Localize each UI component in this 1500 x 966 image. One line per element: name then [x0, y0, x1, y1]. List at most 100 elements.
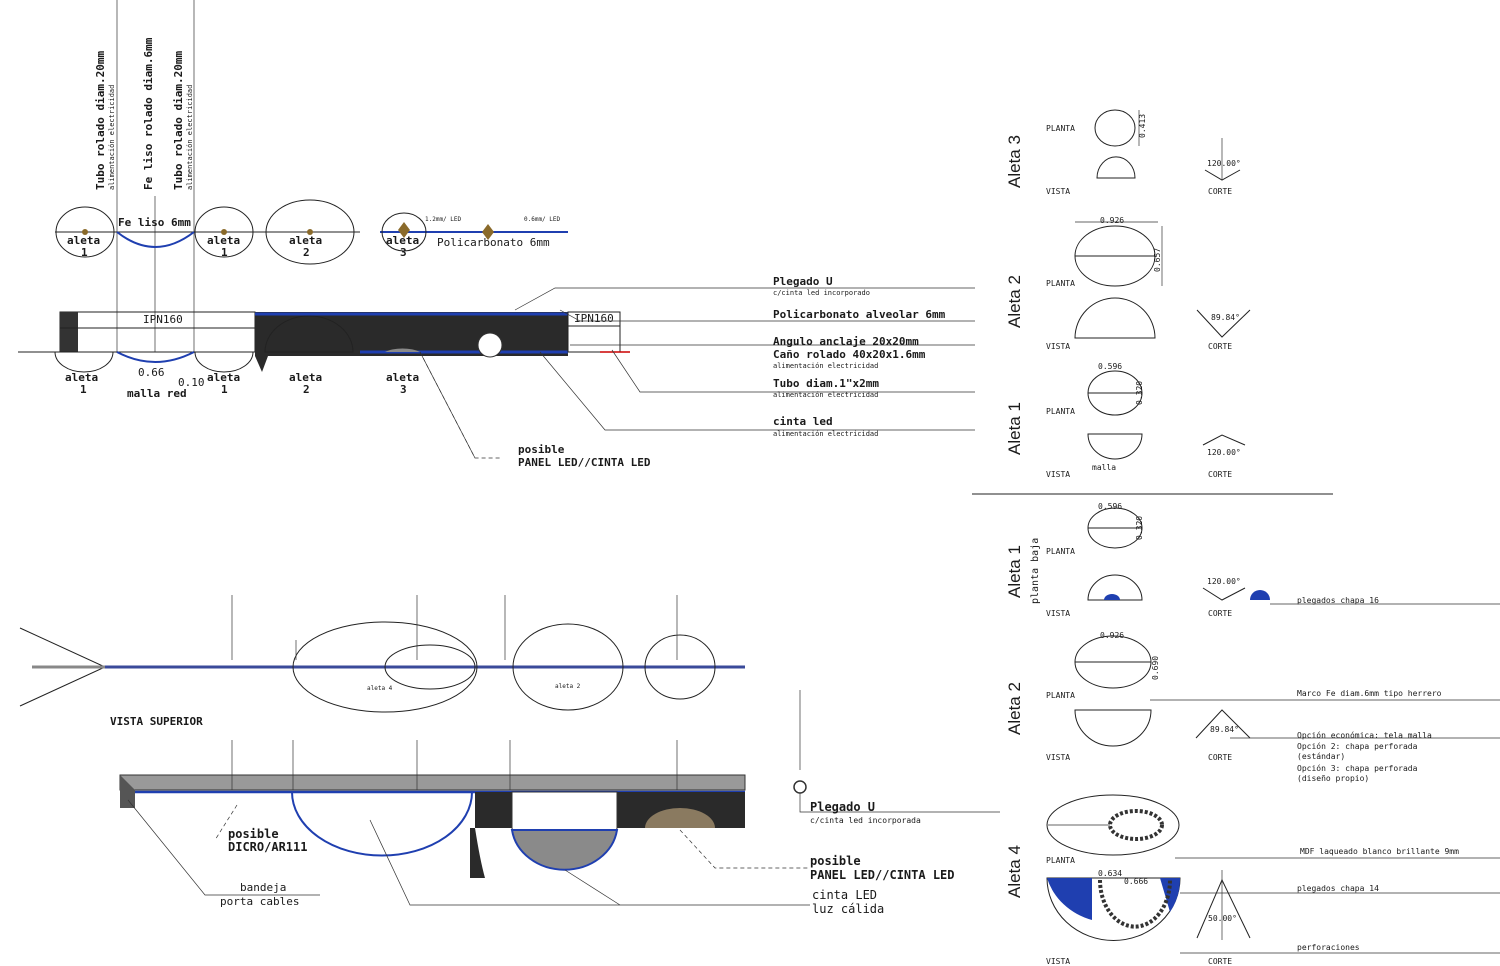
- aleta-circle-1b: [194, 206, 254, 258]
- plan-aleta-2: [512, 623, 624, 711]
- a1-h: 0.320: [1135, 381, 1144, 405]
- a1b-w: 0.596: [1098, 502, 1122, 511]
- a2b-note-1: Marco Fe diam.6mm tipo herrero: [1297, 689, 1442, 698]
- plan-dicro-b: DICRO/AR111: [228, 840, 307, 854]
- a4-note-3: perforaciones: [1297, 943, 1360, 952]
- bottom-aleta-1b: aleta: [207, 371, 240, 384]
- plan-panel-a: posible: [810, 854, 861, 868]
- small-led-b: 0.6mm/ LED: [524, 216, 561, 223]
- a4-note-2: plegados chapa 14: [1297, 884, 1379, 893]
- small-led-a: 1.2mm/ LED: [425, 216, 462, 223]
- a2-corte: CORTE: [1208, 342, 1232, 351]
- plan-bandeja-a: bandeja: [240, 881, 286, 894]
- a4-angle: 50.00°: [1208, 914, 1237, 923]
- a2-angle: 89.84°: [1211, 313, 1240, 322]
- plan-cinta-a: cinta LED: [812, 888, 877, 902]
- bottom-aleta-2: aleta: [289, 371, 322, 384]
- vlabel-fe-liso: Fe liso rolado diam.6mm: [142, 37, 155, 190]
- a2-planta: PLANTA: [1046, 279, 1075, 288]
- a2b-note-4: (estándar): [1297, 752, 1345, 761]
- policarbonato-label: Policarbonato 6mm: [437, 236, 550, 249]
- a3-corte: CORTE: [1208, 187, 1232, 196]
- a1-angle: 120.00°: [1207, 448, 1241, 457]
- callout-policarbonato: Policarbonato alveolar 6mm: [773, 308, 946, 321]
- detail-aleta4-title: Aleta 4: [1005, 845, 1024, 898]
- callout-cano: Caño rolado 40x20x1.6mm: [773, 348, 926, 361]
- a3-vista: VISTA: [1046, 187, 1070, 196]
- callout-angulo: Angulo anclaje 20x20mm: [773, 335, 919, 348]
- plan-aleta4-label: aleta 4: [367, 685, 393, 692]
- a2b-h: 0.690: [1151, 656, 1160, 680]
- aleta-circle-3: [381, 212, 427, 252]
- vlabel-tubo-b: Tubo rolado diam.20mm: [172, 51, 185, 190]
- top-aleta-1-num: 1: [81, 246, 88, 259]
- a2b-vista: VISTA: [1046, 753, 1070, 762]
- a1b-h: 0.320: [1135, 516, 1144, 540]
- a1-corte: CORTE: [1208, 470, 1232, 479]
- a2b-note-2: Opción económica: tela malla: [1297, 730, 1432, 740]
- a1-w: 0.596: [1098, 362, 1122, 371]
- a1b-vista: VISTA: [1046, 609, 1070, 618]
- detail-aleta1-title: Aleta 1: [1005, 402, 1024, 455]
- a2-h: 0.657: [1153, 248, 1162, 272]
- callout-tubo: Tubo diam.1"x2mm: [773, 377, 879, 390]
- malla-red-label: malla red: [127, 387, 187, 400]
- bottom-aleta-3: aleta: [386, 371, 419, 384]
- detail-aleta2b-title: Aleta 2: [1005, 682, 1024, 735]
- a1b-note: plegados chapa 16: [1297, 596, 1379, 605]
- a2b-note-5: Opción 3: chapa perforada: [1297, 763, 1418, 773]
- plan-dicro-a: posible: [228, 827, 279, 841]
- vista-superior-title: VISTA SUPERIOR: [110, 715, 203, 728]
- dim-066: 0.66: [138, 366, 165, 379]
- callout-cano-sub: alimentación electricidad: [773, 362, 878, 370]
- a4-vista: VISTA: [1046, 957, 1070, 966]
- a1b-corte: CORTE: [1208, 609, 1232, 618]
- aleta-circle-1: [55, 206, 115, 258]
- fe-liso-label: Fe liso 6mm: [118, 216, 191, 229]
- a4-corte: CORTE: [1208, 957, 1232, 966]
- plan-aleta-4-outer: [292, 621, 478, 713]
- a2b-note-3: Opción 2: chapa perforada: [1297, 741, 1418, 751]
- detail-aleta2-title: Aleta 2: [1005, 275, 1024, 328]
- top-aleta-3: aleta: [386, 234, 419, 247]
- callout-tubo-sub: alimentación electricidad: [773, 391, 878, 399]
- top-aleta-1b: aleta: [207, 234, 240, 247]
- callout-cinta-led: cinta led: [773, 415, 833, 428]
- a4-planta: PLANTA: [1046, 856, 1075, 865]
- posible-panel-a: posible: [518, 443, 565, 456]
- bottom-aleta-2-num: 2: [303, 383, 310, 396]
- a2b-w: 0.926: [1100, 631, 1124, 640]
- dim-010: 0.10: [178, 376, 205, 389]
- a4-note-1: MDF laqueado blanco brillante 9mm: [1300, 847, 1459, 856]
- top-aleta-2: aleta: [289, 234, 322, 247]
- posible-panel-b: PANEL LED//CINTA LED: [518, 456, 651, 469]
- detail-aleta1b-title: Aleta 1: [1005, 545, 1024, 598]
- callout-plegado-u-sub: c/cinta led incorporado: [773, 289, 870, 297]
- bottom-aleta-1b-num: 1: [221, 383, 228, 396]
- a3-dim: 0.413: [1138, 114, 1147, 138]
- plan-bandeja-b: porta cables: [220, 895, 299, 908]
- callout-cinta-led-sub: alimentación electricidad: [773, 430, 878, 438]
- a2-w: 0.926: [1100, 216, 1124, 225]
- plan-panel-b: PANEL LED//CINTA LED: [810, 868, 955, 882]
- bottom-aleta-3-num: 3: [400, 383, 407, 396]
- a4-w2: 0.666: [1124, 877, 1148, 886]
- bottom-aleta-1: aleta: [65, 371, 98, 384]
- a3-angle: 120.00°: [1207, 159, 1241, 168]
- plan-aleta2-label: aleta 2: [555, 683, 581, 690]
- plan-plegado-u: Plegado U: [810, 800, 875, 814]
- plan-aleta-1: [644, 634, 716, 700]
- a1-vista: VISTA: [1046, 470, 1070, 479]
- vlabel-tubo-a: Tubo rolado diam.20mm: [94, 51, 107, 190]
- aleta-2-section: [264, 315, 354, 353]
- a1b-planta: PLANTA: [1046, 547, 1075, 556]
- vlabel-tubo-b-sub: alimentación electricidad: [186, 85, 194, 190]
- a2-vista: VISTA: [1046, 342, 1070, 351]
- a4-w1: 0.634: [1098, 869, 1122, 878]
- a2b-planta: PLANTA: [1046, 691, 1075, 700]
- beam-dark-body: [255, 312, 568, 372]
- plan-cinta-b: luz cálida: [812, 902, 884, 916]
- detail-aleta1b-sub: planta baja: [1030, 538, 1041, 604]
- top-aleta-3-num: 3: [400, 246, 407, 259]
